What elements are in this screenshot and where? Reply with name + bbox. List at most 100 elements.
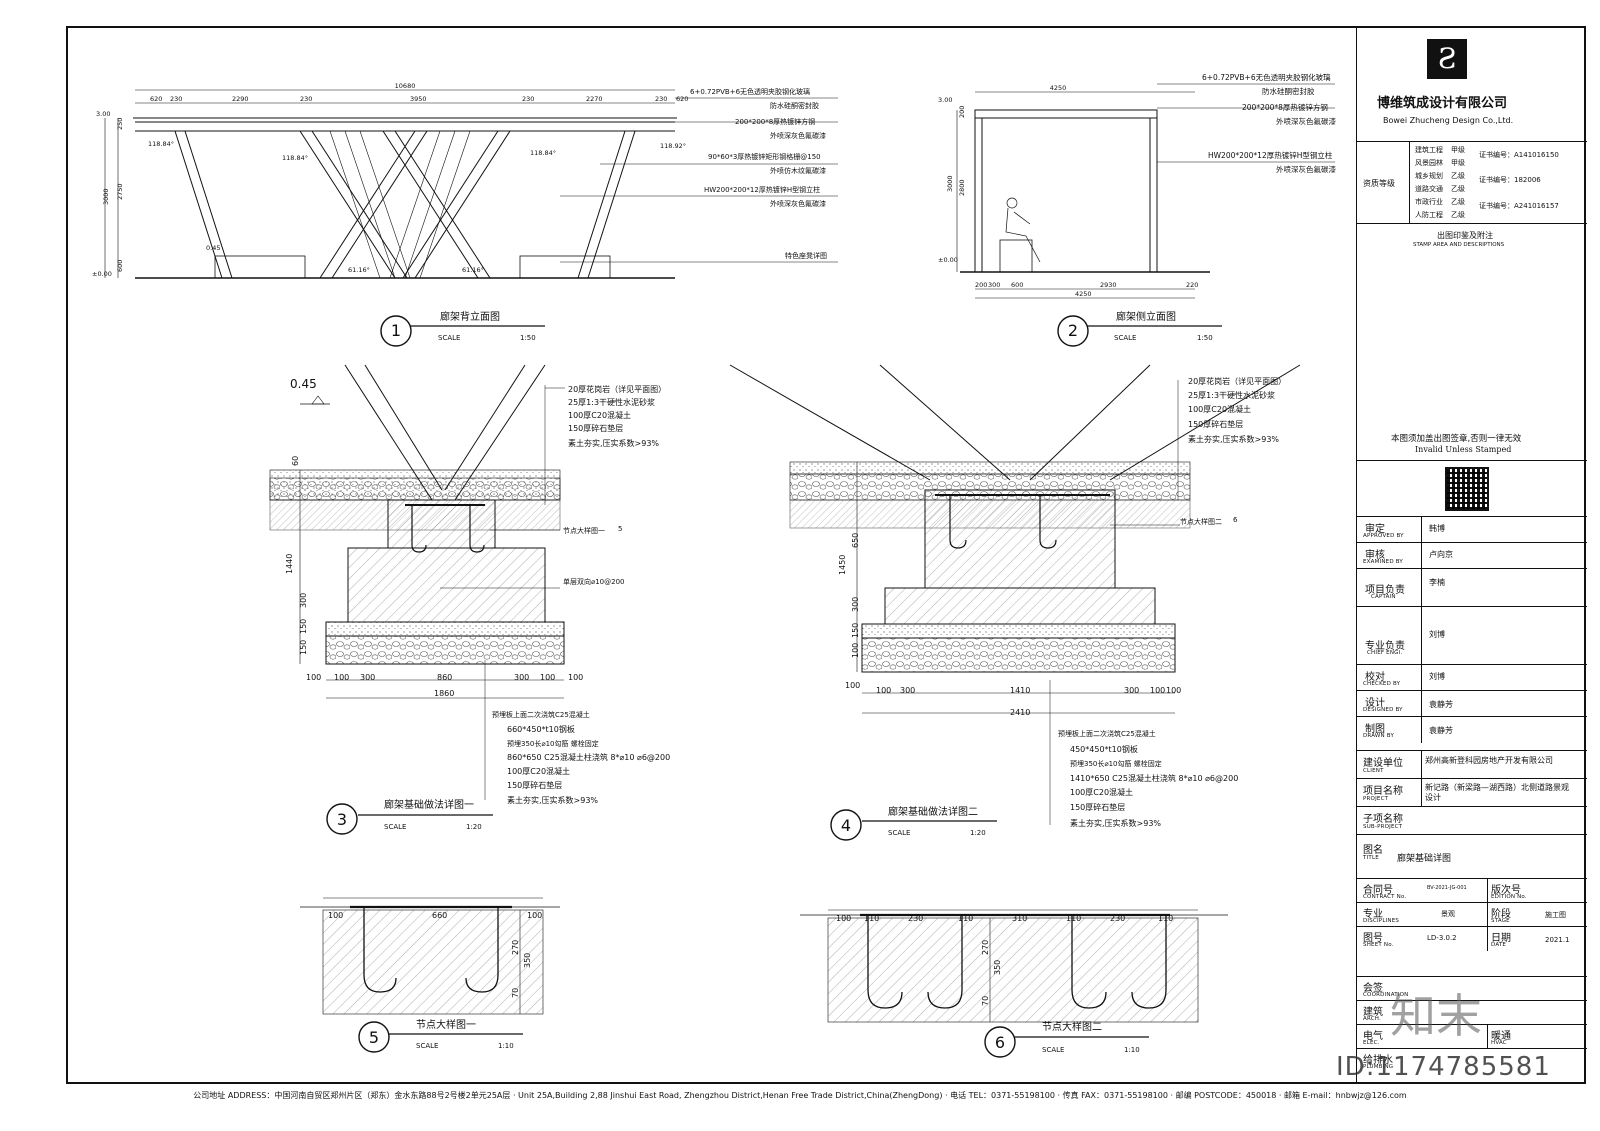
signoff-label: 审定: [1365, 524, 1385, 535]
subproject-label-en: SUB-PROJECT: [1363, 824, 1403, 830]
qualification-table: 资质等级 建筑工程 甲级 证书编号：A141016150 风景园林 甲级 城乡规…: [1357, 141, 1587, 224]
signoff-drawn: 制图 DRAWN BY 袁静芳: [1357, 716, 1587, 743]
note: 外喷深灰色氟碳漆: [770, 199, 826, 208]
d3-note: 150厚碎石垫层: [507, 780, 562, 790]
v2-dim-h2: 200: [958, 106, 966, 118]
d6-h: 310: [1012, 914, 1027, 923]
view-3-scale: 1:20: [466, 823, 482, 831]
view-1-number: 1: [391, 321, 401, 340]
v2-dim-bot: 300: [988, 281, 1000, 289]
qual-field: 市政行业: [1415, 198, 1443, 206]
signoff-approved: 审定 APPROVED BY 韩博: [1357, 516, 1587, 543]
signoff-label: 专业负责: [1365, 641, 1405, 652]
qual-field: 风景园林: [1415, 159, 1443, 167]
hvac-label-en: HVAC: [1491, 1040, 1507, 1046]
v2-dim-total: 4250: [1075, 290, 1092, 298]
stage-label-en: STAGE: [1491, 918, 1510, 924]
d4-layer: 150厚碎石垫层: [1188, 419, 1243, 429]
d6-h: 230: [908, 914, 923, 923]
d4-h: 300: [900, 686, 915, 695]
watermark-id: ID:1174785581: [1336, 1052, 1551, 1082]
discipline-label: 专业: [1363, 909, 1383, 920]
elec-label: 电气: [1363, 1031, 1383, 1042]
view-1-scale: 1:50: [520, 334, 536, 342]
discipline-row: 专业 DISCIPLINES 景观 阶段 STAGE 施工图: [1357, 902, 1587, 927]
note: 外喷仿木纹氟碳漆: [770, 166, 826, 175]
dim: 2290: [232, 95, 249, 103]
v1-angle: 118.84°: [282, 154, 308, 162]
v1-level-bot: ±0.00: [92, 270, 112, 278]
view-5-number: 5: [369, 1028, 379, 1047]
company-logo-icon: Ƨ: [1427, 39, 1467, 79]
stage-value: 施工图: [1545, 911, 1566, 919]
hvac-label: 暖通: [1491, 1031, 1511, 1042]
qual-field: 道路交通: [1415, 185, 1443, 193]
sheet-label-en: SHEET No.: [1363, 942, 1394, 948]
qual-grade: 乙级: [1451, 198, 1465, 206]
qual-label: 资质等级: [1363, 179, 1395, 188]
d3-v: 150: [299, 619, 308, 634]
client-row: 建设单位 CLIENT 郑州高新登科园房地产开发有限公司: [1357, 750, 1587, 779]
d3-level: 0.45: [290, 377, 317, 391]
contract-value: BV-2021-JG-001: [1427, 885, 1467, 891]
d4-note: 150厚碎石垫层: [1070, 802, 1125, 812]
client-value: 郑州高新登科园房地产开发有限公司: [1425, 756, 1553, 765]
view-6-title: 节点大样图二: [1042, 1020, 1102, 1033]
view-2-number: 2: [1068, 321, 1078, 340]
view-2-title: 廊架侧立面图: [1116, 310, 1176, 323]
qual-grade: 乙级: [1451, 172, 1465, 180]
v2-level-top: 3.00: [938, 96, 952, 104]
d3-note: 660*450*t10钢板: [507, 724, 575, 734]
note: 200*200*8厚热镀锌方钢: [1242, 102, 1328, 112]
v1-dim-h1: 2750: [116, 183, 124, 200]
dim: 620: [676, 95, 688, 103]
arch-label-en: ARCH.: [1363, 1016, 1381, 1022]
signoff-name: 袁静芳: [1429, 726, 1453, 735]
qual-grade: 甲级: [1451, 146, 1465, 154]
company-name-cn: 博维筑成设计有限公司: [1377, 96, 1508, 111]
d3-h: 300: [360, 673, 375, 682]
d3-node-ref: 节点大样图一: [563, 526, 605, 535]
note: 特色座凳详图: [785, 251, 827, 260]
v1-dim-total: 10680: [395, 82, 416, 90]
qual-grade: 乙级: [1451, 211, 1465, 219]
note: 6+0.72PVB+6无色透明夹胶钢化玻璃: [1202, 72, 1331, 82]
view-4-title: 廊架基础做法详图二: [888, 805, 978, 818]
title-row: 图名 TITLE 廊架基础详图: [1357, 834, 1587, 878]
d3-v: 300: [299, 593, 308, 608]
signoff-label-en: EXAMINED BY: [1363, 559, 1403, 565]
signoff-name: 卢向京: [1429, 550, 1453, 559]
view-6-number: 6: [995, 1033, 1005, 1052]
arch-row: 建筑 ARCH.: [1357, 1000, 1587, 1024]
d4-v: 1450: [838, 555, 847, 575]
v2-dim-top: 4250: [1050, 84, 1067, 92]
signoff-name: 刘博: [1429, 672, 1445, 681]
sheet-value: LD-3.0.2: [1427, 934, 1457, 942]
stamp-title-en: STAMP AREA AND DESCRIPTIONS: [1413, 242, 1505, 248]
subproject-row: 子项名称 SUB-PROJECT: [1357, 806, 1587, 834]
d4-node-no: 6: [1233, 516, 1238, 524]
qual-field: 建筑工程: [1415, 146, 1443, 154]
d6-h: 110: [958, 914, 973, 923]
project-label: 项目名称: [1363, 786, 1403, 797]
note: HW200*200*12厚热镀锌H型钢立柱: [704, 185, 820, 194]
d3-total: 1860: [434, 689, 454, 698]
view-6-scale-label: SCALE: [1042, 1046, 1064, 1054]
d4-v: 650: [851, 533, 860, 548]
note: 外喷深灰色氟碳漆: [1276, 164, 1336, 174]
dim: 2270: [586, 95, 603, 103]
qr-code-icon: [1445, 467, 1489, 511]
d3-h: 860: [437, 673, 452, 682]
plumbing-row: 给排水 PLUMBING: [1357, 1048, 1587, 1084]
subproject-label: 子项名称: [1363, 814, 1403, 825]
d4-h: 300: [1124, 686, 1139, 695]
d4-h: 100: [876, 686, 891, 695]
view-2-scale: 1:50: [1197, 334, 1213, 342]
coord-label: 会签: [1363, 983, 1383, 994]
d4-total: 2410: [1010, 708, 1030, 717]
edition-label: 版次号: [1491, 885, 1521, 896]
d4-layer: 100厚C20混凝土: [1188, 404, 1251, 414]
d3-layer: 20厚花岗岩（详见平面图）: [568, 384, 666, 394]
signoff-label: 项目负责: [1365, 585, 1405, 596]
v1-dim-h3: 600: [116, 260, 124, 272]
